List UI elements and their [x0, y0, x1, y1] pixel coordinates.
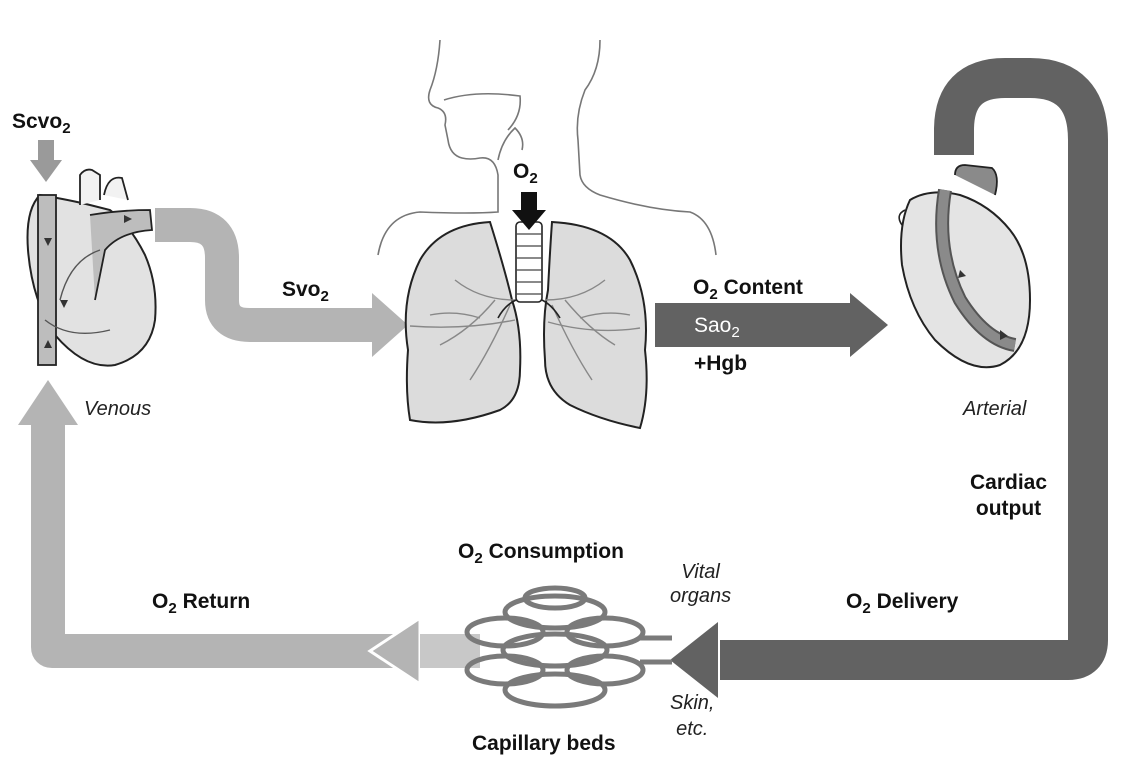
o2-content-text-post: Content: [717, 276, 803, 299]
o2-content-arrow-body: [655, 303, 855, 347]
vital-organs-label: Vital organs: [670, 560, 731, 608]
skin-line2: etc.: [676, 718, 709, 740]
o2-content-subscript: 2: [709, 286, 718, 304]
o2-inhale-arrow-shaft: [521, 192, 537, 212]
right-lung: [543, 220, 648, 430]
scvo2-text: Scvo: [12, 110, 63, 133]
sao2-subscript: 2: [731, 324, 740, 342]
o2-return-subscript: 2: [168, 600, 177, 618]
o2-delivery-arrowhead: [670, 622, 718, 698]
o2-consumption-subscript: 2: [474, 550, 483, 568]
o2-return-text-post: Return: [176, 590, 251, 613]
sao2-label: Sao2: [694, 314, 740, 342]
svo2-arrowhead: [372, 293, 408, 357]
o2-inhale-arrowhead: [512, 210, 546, 230]
vital-organs-line2: organs: [670, 585, 732, 607]
bronchial-tree: [409, 279, 641, 381]
venous-label: Venous: [84, 398, 152, 420]
scvo2-label: Scvo2: [12, 110, 71, 138]
sao2-text: Sao: [694, 314, 732, 337]
venous-heart: [26, 168, 157, 367]
svo2-label: Svo2: [282, 278, 329, 306]
skin-label: Skin, etc.: [670, 690, 714, 742]
svo2-subscript: 2: [320, 288, 329, 306]
o2-delivery-subscript: 2: [862, 600, 871, 618]
cardiac-output-line1: Cardiac: [970, 471, 1048, 494]
arterial-heart: [898, 164, 1032, 369]
scvo2-arrowhead: [30, 160, 62, 182]
o2-inhale-label: O2: [513, 160, 538, 188]
cardiac-output-label: Cardiac output: [970, 470, 1047, 522]
o2-delivery-label: O2 Delivery: [846, 590, 959, 618]
scvo2-subscript: 2: [62, 120, 71, 138]
lungs: [404, 220, 648, 430]
o2-consumption-text-pre: O: [458, 540, 475, 563]
capillary-beds-label: Capillary beds: [472, 732, 616, 755]
svo2-arrow: [155, 208, 372, 342]
o2-content-arrowhead: [850, 293, 888, 357]
skin-line1: Skin,: [670, 692, 715, 714]
o2-delivery-text-post: Delivery: [870, 590, 959, 613]
o2-inhale-text: O: [513, 160, 530, 183]
vital-organs-line1: Vital: [681, 561, 720, 583]
scvo2-arrow-shaft: [38, 140, 54, 160]
o2-return-text-pre: O: [152, 590, 169, 613]
o2-return-arrow: [31, 420, 440, 668]
cardiac-output-line2: output: [975, 497, 1042, 520]
o2-delivery-text-pre: O: [846, 590, 863, 613]
capillary-beds: [464, 585, 672, 709]
head-torso-outline: [377, 39, 717, 256]
o2-content-label: O2 Content: [693, 276, 803, 304]
svo2-text: Svo: [282, 278, 321, 301]
hgb-label: +Hgb: [694, 352, 748, 375]
o2-inhale-subscript: 2: [529, 170, 538, 188]
o2-return-arrowhead: [18, 380, 78, 425]
o2-return-label: O2 Return: [152, 590, 251, 618]
arterial-label: Arterial: [963, 398, 1027, 420]
capillary-exit-arrowhead: [367, 615, 422, 687]
o2-content-text-pre: O: [693, 276, 710, 299]
cardiac-output-arrow: [720, 58, 1108, 680]
o2-consumption-label: O2 Consumption: [458, 540, 624, 568]
o2-consumption-text-post: Consumption: [482, 540, 624, 563]
